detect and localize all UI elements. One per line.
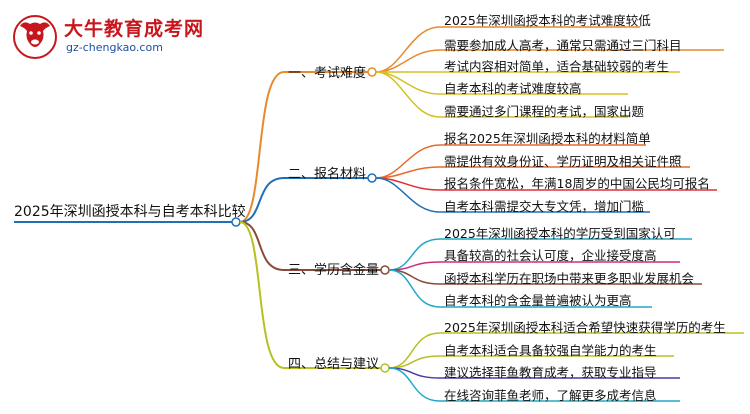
branch-label-materials: 二、报名材料 [288, 167, 367, 182]
leaf-difficulty-2: 需要参加成人高考，通常只需通过三门科目 [444, 38, 682, 53]
branch-node-dot-0 [367, 67, 377, 77]
logo-url: gz-chengkao.com [66, 41, 163, 54]
branch-curve-2 [239, 221, 285, 271]
branch-node-dot-1 [367, 173, 377, 183]
leaf-curve-3-0 [388, 332, 441, 369]
leaf-curve-0-0 [375, 26, 441, 73]
leaf-materials-4: 自考本科需提交大专文凭，增加门槛 [444, 199, 645, 214]
leaf-curve-0-3 [375, 71, 441, 95]
leaf-curve-3-3 [388, 367, 441, 402]
leaf-value-2: 具备较高的社会认可度，企业接受度高 [444, 248, 657, 263]
leaf-difficulty-4: 自考本科的考试难度较高 [444, 81, 582, 96]
branch-label-summary: 四、总结与建议 [288, 357, 380, 372]
branch-curve-0 [239, 71, 285, 223]
leaf-summary-1: 2025年深圳函授本科适合希望快速获得学历的考生 [444, 320, 726, 335]
leaf-difficulty-3: 考试内容相对简单，适合基础较弱的考生 [444, 59, 670, 74]
leaf-difficulty-5: 需要通过多门课程的考试，国家出题 [444, 104, 645, 119]
leaf-curve-0-4 [375, 71, 441, 118]
leaf-curve-2-3 [388, 269, 441, 308]
leaf-value-4: 自考本科的含金量普遍被认为更高 [444, 293, 632, 308]
branch-label-value: 三、学历含金量 [288, 263, 380, 278]
leaf-summary-4: 在线咨询菲鱼老师，了解更多成考信息 [444, 388, 657, 403]
logo-title: 大牛教育成考网 [64, 18, 205, 40]
leaf-materials-3: 报名条件宽松，年满18周岁的中国公民均可报名 [444, 176, 710, 191]
site-logo[interactable]: 大牛教育成考网 gz-chengkao.com [12, 12, 242, 62]
leaf-value-1: 2025年深圳函授本科的学历受到国家认可 [444, 226, 676, 241]
branch-curve-3 [239, 221, 285, 369]
leaf-summary-2: 自考本科适合具备较强自学能力的考生 [444, 343, 657, 358]
branch-curve-1 [239, 177, 285, 223]
leaf-materials-1: 报名2025年深圳函授本科的材料简单 [444, 131, 651, 146]
branch-label-difficulty: 一、考试难度 [288, 66, 367, 81]
leaf-curve-0-1 [375, 49, 441, 73]
leaf-curve-1-0 [375, 144, 441, 179]
leaf-materials-2: 需提供有效身份证、学历证明及相关证件照 [444, 154, 682, 169]
root-node-label: 2025年深圳函授本科与自考本科比较 [14, 204, 246, 220]
branch-node-dot-3 [380, 363, 390, 373]
leaf-value-3: 函授本科学历在职场中带来更多职业发展机会 [444, 271, 695, 286]
bull-head-logo-icon [13, 15, 57, 59]
leaf-difficulty-1: 2025年深圳函授本科的考试难度较低 [444, 13, 651, 28]
leaf-summary-3: 建议选择菲鱼教育成考，获取专业指导 [444, 365, 657, 380]
branch-node-dot-2 [380, 265, 390, 275]
leaf-curve-1-3 [375, 177, 441, 213]
